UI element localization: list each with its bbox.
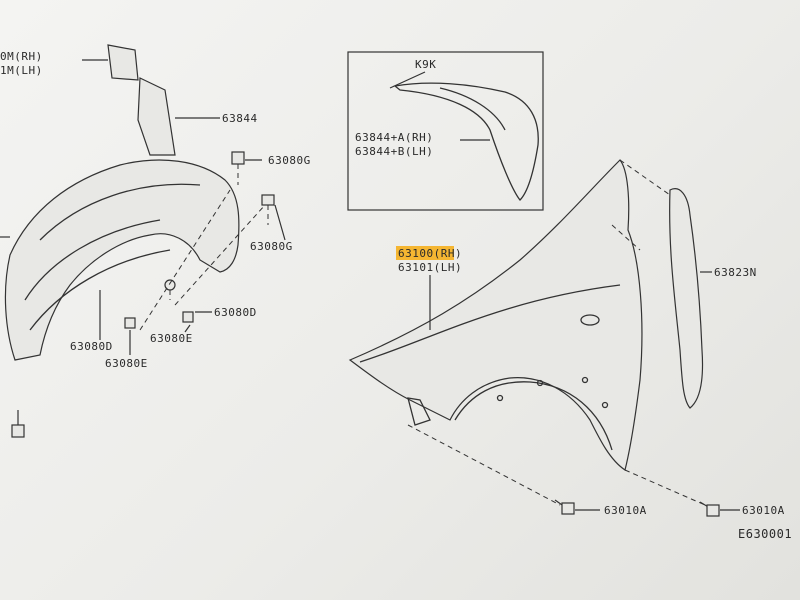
label-0m-rh: 0M(RH)	[0, 50, 43, 63]
leader-line	[274, 204, 286, 241]
fender-clip-hole	[581, 376, 589, 384]
label-63080e-left: 63080E	[105, 357, 148, 370]
label-1m-lh: 1M(LH)	[0, 64, 43, 77]
label-63080e-right: 63080E	[150, 332, 193, 345]
label-63100-rh: 63100(RH)	[398, 247, 462, 260]
label-63080d-left: 63080D	[70, 340, 113, 353]
label-63844-b-lh: 63844+B(LH)	[355, 145, 433, 158]
label-63844: 63844	[222, 112, 258, 125]
wheel-liner-part	[4, 159, 240, 361]
fender-arch-inner	[454, 381, 613, 451]
label-63080d-right: 63080D	[214, 306, 257, 319]
label-63101-lh: 63101(LH)	[398, 261, 462, 274]
liner-bracket-part	[107, 44, 139, 81]
leader-line	[389, 71, 426, 89]
dashed-leader	[624, 469, 706, 506]
label-63080g-mid: 63080G	[250, 240, 293, 253]
fender-crease-line	[359, 284, 621, 363]
wheel-liner-rib	[24, 219, 161, 301]
dashed-leader	[407, 424, 561, 506]
side-marker-hole	[580, 314, 600, 326]
label-63010a-left: 63010A	[604, 504, 647, 517]
fender-clip-hole	[536, 379, 544, 387]
label-63010a-right: 63010A	[742, 504, 785, 517]
inset-shroud-rib	[439, 87, 506, 131]
fender-clip-hole	[601, 401, 609, 409]
label-63844-a-rh: 63844+A(RH)	[355, 131, 433, 144]
dashed-leader	[174, 204, 266, 306]
inset-shroud-part	[393, 82, 539, 201]
front-fender-part	[348, 159, 643, 471]
part-number-highlight	[396, 246, 454, 260]
inset-box	[347, 51, 544, 211]
fender-seal-part	[669, 188, 704, 409]
fastener-63080G-1	[231, 151, 245, 185]
label-63080g-top: 63080G	[268, 154, 311, 167]
fastener-63080D	[164, 279, 176, 300]
dashed-leader	[139, 189, 231, 331]
fender-bracket	[407, 397, 431, 426]
label-k9k: K9K	[415, 58, 436, 71]
fastener-63080E	[124, 311, 194, 329]
leader-line	[184, 324, 191, 333]
wheel-liner-rib	[29, 249, 171, 331]
fastener-63010A-1	[554, 499, 575, 515]
dashed-leader	[619, 159, 671, 196]
fastener-left-bottom	[11, 410, 25, 438]
dashed-leader	[611, 224, 641, 251]
fender-clip-hole	[496, 394, 504, 402]
fastener-63080G-2	[261, 194, 275, 225]
label-63823n: 63823N	[714, 266, 757, 279]
label-drawing-number: E630001	[738, 527, 792, 541]
liner-clip-part	[137, 77, 176, 156]
wheel-liner-rib	[39, 183, 201, 241]
